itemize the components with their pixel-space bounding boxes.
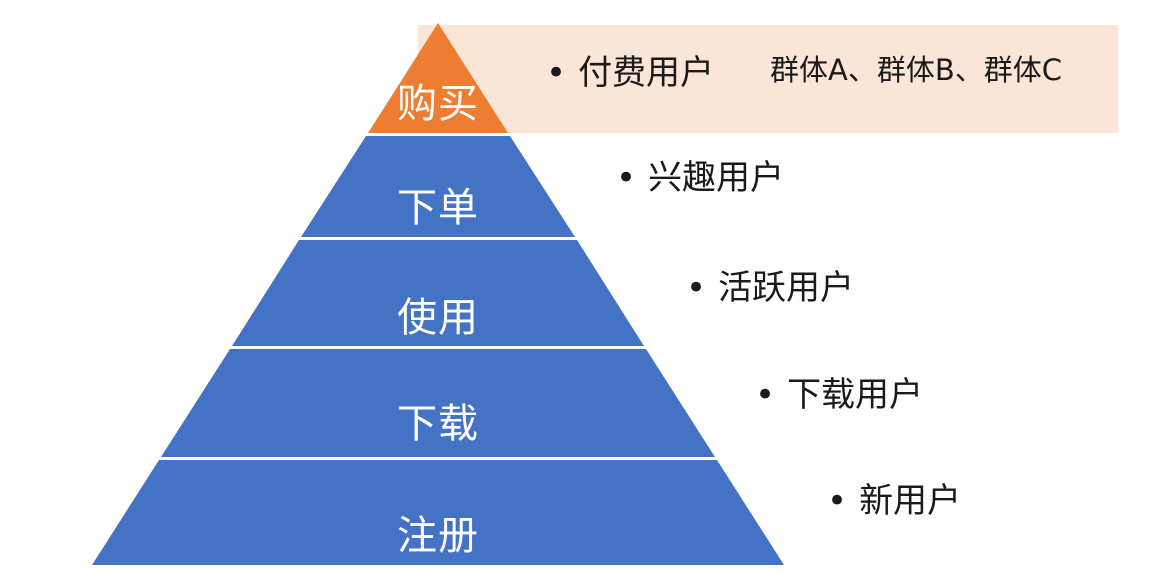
annotation-download-users: • 下载用户 <box>755 374 923 416</box>
bullet-icon: • <box>755 375 776 415</box>
annotation-interested-users: • 兴趣用户 <box>616 157 784 199</box>
annotation-text: 兴趣用户 <box>648 158 785 198</box>
stage-label-register: 注册 <box>397 513 479 559</box>
level-shape-download <box>161 349 715 457</box>
level-shape-usage <box>232 240 644 346</box>
stage-label-order: 下单 <box>397 185 479 231</box>
annotation-text: 新用户 <box>859 481 962 521</box>
stage-label-purchase: 购买 <box>397 81 479 127</box>
annotation-text: 付费用户 <box>578 53 715 93</box>
stage-label-download: 下载 <box>397 401 479 447</box>
groups-note: 群体A、群体B、群体C <box>770 53 1062 87</box>
bullet-icon: • <box>827 481 848 521</box>
annotation-text: 下载用户 <box>787 375 924 415</box>
annotation-active-users: • 活跃用户 <box>686 267 854 309</box>
stage-label-usage: 使用 <box>397 295 479 341</box>
annotation-text: 活跃用户 <box>718 268 855 308</box>
annotation-paying-users: • 付费用户 <box>546 52 714 94</box>
bullet-icon: • <box>546 53 567 93</box>
annotation-new-users: • 新用户 <box>827 480 961 522</box>
bullet-icon: • <box>616 158 637 198</box>
bullet-icon: • <box>686 268 707 308</box>
level-shape-register <box>92 460 784 565</box>
level-shape-purchase <box>368 23 508 133</box>
top-level-highlight-band <box>418 25 1118 133</box>
level-shape-order <box>301 136 575 237</box>
